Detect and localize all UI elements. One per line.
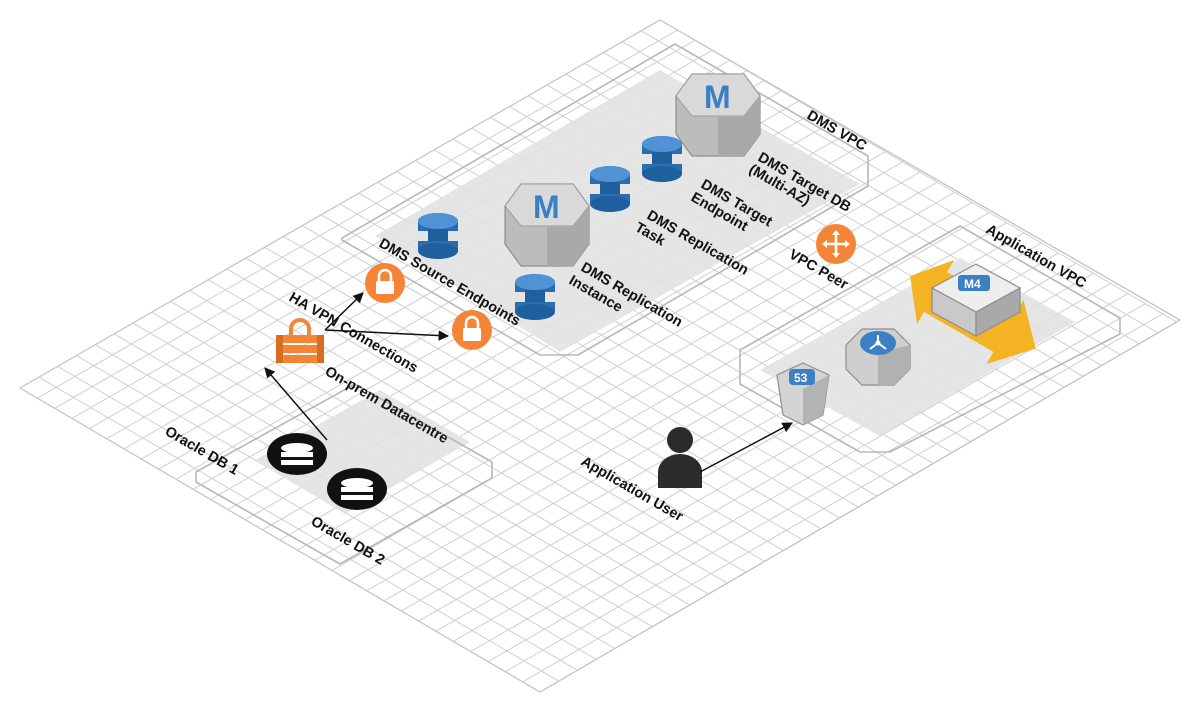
application-vpc-boundary: [739, 225, 1121, 453]
grid-line: [522, 313, 1163, 683]
arrow-vpn-to-lock-1: [324, 292, 364, 331]
grid-line: [37, 29, 678, 399]
grid-line: [505, 303, 1146, 673]
grid-line: [349, 212, 990, 581]
vpc-peering-icon[interactable]: [816, 224, 856, 264]
onprem-floor: [255, 390, 470, 514]
vpn-gateway-icon[interactable]: [276, 318, 324, 363]
on-prem-boundary: [195, 383, 493, 565]
oracle-db-1-icon[interactable]: [267, 433, 327, 475]
route53-badge: 53: [794, 371, 808, 385]
dms-source-endpoint-icon-1[interactable]: [418, 213, 458, 259]
dms-replication-task-icon[interactable]: [590, 166, 630, 212]
user-icon[interactable]: [658, 427, 702, 488]
rds-letter: M: [533, 189, 560, 225]
dms-vpc-boundary: [341, 43, 869, 356]
oracle-db-2-icon[interactable]: [327, 468, 387, 510]
arrow-datacentre-to-vpn: [264, 367, 328, 441]
dms-source-endpoint-icon-2[interactable]: [515, 274, 555, 320]
rds-letter: M: [704, 79, 731, 115]
route53-icon[interactable]: 53: [776, 362, 830, 426]
grid-line: [54, 39, 695, 409]
instance-badge: M4: [964, 277, 981, 291]
grid-line: [366, 222, 1007, 592]
rds-target-db-icon[interactable]: M: [675, 73, 761, 157]
load-balancer-icon[interactable]: [845, 328, 911, 386]
lock-icon[interactable]: [452, 310, 492, 350]
ec2-instance-icon[interactable]: M4: [930, 263, 1022, 338]
grid-line: [487, 293, 1129, 663]
arrow-user-to-route53: [699, 422, 793, 473]
dms-target-endpoint-icon[interactable]: [642, 136, 682, 182]
arrow-vpn-to-lock-2: [324, 329, 450, 341]
rds-replication-instance-icon[interactable]: M: [504, 183, 590, 267]
lock-icon[interactable]: [365, 263, 405, 303]
